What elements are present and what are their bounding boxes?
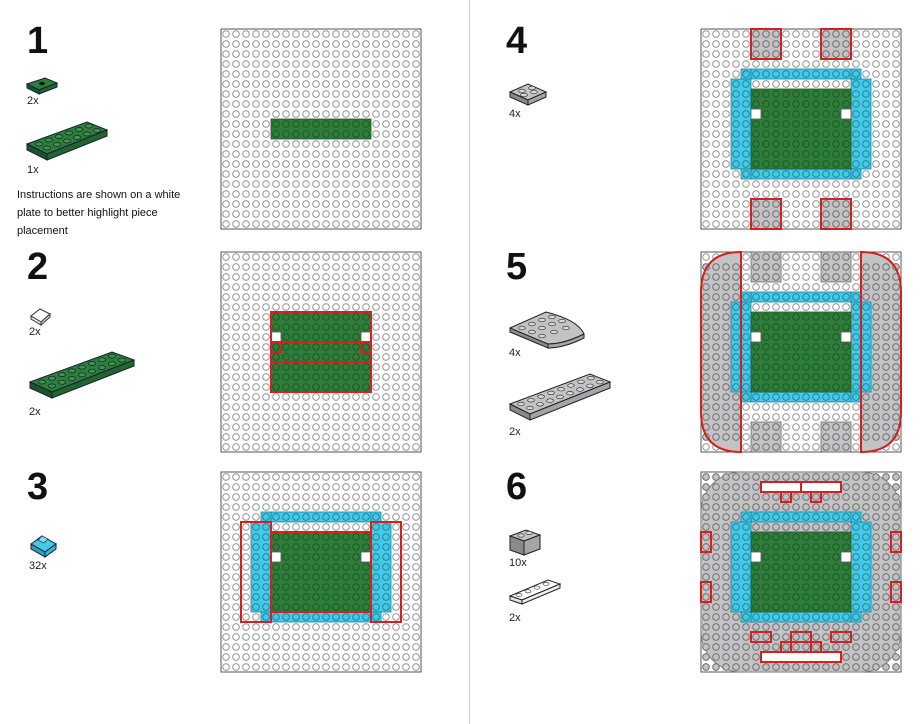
step-6-part-1-qty: 10x	[509, 557, 527, 569]
step-2-number: 2	[27, 246, 49, 288]
step-5-part-2-qty: 2x	[509, 426, 521, 438]
step-2-part-2-qty: 2x	[29, 406, 41, 418]
step-5-baseplate	[700, 250, 902, 454]
step-1-baseplate	[220, 28, 422, 230]
green-2x6-plate-icon	[25, 121, 109, 161]
step-3-part-1-qty: 32x	[29, 560, 47, 572]
step-4-part-1-qty: 4x	[509, 108, 521, 120]
step-1-part-1-qty: 2x	[27, 95, 39, 107]
green-1x2-plate-icon	[25, 77, 59, 95]
step-3-baseplate	[220, 471, 422, 673]
gray-2x8-plate-icon	[508, 373, 612, 421]
step-2-part-1-qty: 2x	[29, 326, 41, 338]
step-6-number: 6	[506, 466, 528, 508]
step-1-part-2-qty: 1x	[27, 164, 39, 176]
step-4-number: 4	[506, 20, 528, 62]
step-2-baseplate	[220, 251, 422, 453]
green-2x8-plate-icon	[28, 351, 136, 399]
step-5-number: 5	[506, 246, 528, 288]
page-divider	[469, 0, 470, 724]
step-1-number: 1	[27, 20, 49, 62]
white-slope-icon	[30, 308, 51, 327]
gray-2x2-tile-icon	[508, 83, 548, 106]
step-5-part-1-qty: 4x	[509, 347, 521, 359]
step-3-number: 3	[27, 466, 49, 508]
step-6-baseplate	[700, 471, 902, 673]
step-4-baseplate	[700, 28, 902, 230]
gray-1x2-brick-icon	[508, 529, 542, 556]
cyan-slope-icon	[30, 535, 57, 558]
instruction-note: Instructions are shown on a white plate …	[17, 189, 181, 237]
step-6-part-2-qty: 2x	[509, 612, 521, 624]
white-1x4-tile-icon	[508, 579, 562, 605]
gray-round-corner-plate-icon	[509, 311, 585, 349]
